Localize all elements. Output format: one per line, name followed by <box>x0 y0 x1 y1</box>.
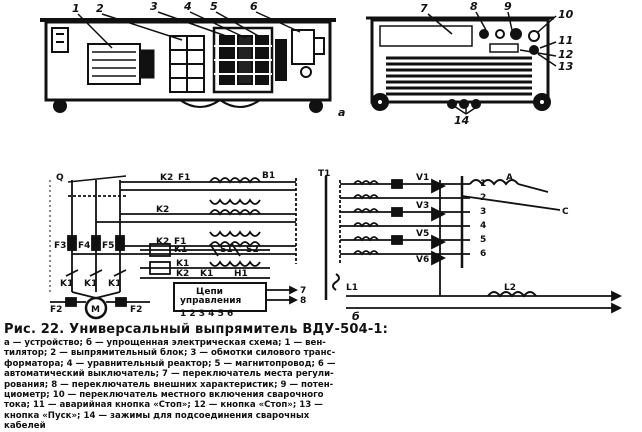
caption-line: кнопка «Пуск»; 14 — зажимы для подсоедин… <box>4 410 310 421</box>
label-c: C <box>562 207 569 217</box>
caption-line: тилятор; 2 — выпрямительный блок; 3 — об… <box>4 348 336 359</box>
label-f2-right: F2 <box>130 305 142 315</box>
scheme-right-labels: T1 V1 V3 V5 V6 A C L1 L2 1 2 3 4 5 6 <box>318 169 569 293</box>
callout-12: 12 <box>558 48 574 61</box>
row-3: 3 <box>480 207 486 217</box>
label-k1-1: K1 <box>174 245 187 255</box>
label-f1-1: F1 <box>178 173 190 183</box>
row-6: 6 <box>480 249 486 259</box>
control-block-line2: управления <box>180 296 242 306</box>
scheme-left-labels: Q K2 F1 B1 K2 K2 F1 F3 F4 F5 K1 S1 S2 K1… <box>50 171 306 319</box>
label-k1-6: K1 <box>108 279 121 289</box>
label-v6: V6 <box>416 255 429 265</box>
figure-caption: Рис. 22. Универсальный выпрямитель ВДУ-5… <box>4 322 640 432</box>
callout-13: 13 <box>558 60 574 73</box>
label-f1-2: F1 <box>174 237 186 247</box>
callout-2: 2 <box>96 2 104 15</box>
label-k2-3: K2 <box>156 237 169 247</box>
label-l1: L1 <box>346 283 358 293</box>
callout-10: 10 <box>558 8 574 21</box>
label-v1: V1 <box>416 173 429 183</box>
callout-5: 5 <box>210 0 218 13</box>
label-f4: F4 <box>78 241 90 251</box>
callout-11: 11 <box>558 34 573 47</box>
panel-b-label: б <box>352 310 360 323</box>
caption-line: автоматический выключатель; 7 — переключ… <box>4 369 334 380</box>
label-f2-left: F2 <box>50 305 62 315</box>
callout-14: 14 <box>454 114 469 127</box>
control-block-terminals: 1 2 3 4 5 6 <box>180 309 233 319</box>
control-output-8: 8 <box>300 296 306 306</box>
caption-line: рования; 8 — переключатель внешних харак… <box>4 379 334 390</box>
label-k2-1: K2 <box>160 173 173 183</box>
device-front-view <box>366 11 557 115</box>
caption-line: циометр; 10 — переключатель местного вкл… <box>4 390 324 401</box>
label-v5: V5 <box>416 229 429 239</box>
caption-line: кабелей <box>4 421 46 432</box>
control-block-line1: Цепи <box>196 287 223 297</box>
callout-3: 3 <box>150 0 158 13</box>
label-s1: S1 <box>220 245 233 255</box>
label-k1-4: K1 <box>60 279 73 289</box>
label-f3: F3 <box>54 241 66 251</box>
caption-line: форматора; 4 — уравнительный реактор; 5 … <box>4 358 336 369</box>
callout-6: 6 <box>250 0 258 13</box>
caption-title: Рис. 22. Универсальный выпрямитель ВДУ-5… <box>4 322 389 337</box>
row-2: 2 <box>480 193 486 203</box>
label-h1: H1 <box>234 269 248 279</box>
panel-a-label: а <box>338 106 345 119</box>
callout-7: 7 <box>420 2 428 15</box>
rectifier-scheme-right <box>324 176 623 314</box>
power-scheme-left <box>49 175 299 320</box>
label-motor: M <box>91 305 100 315</box>
label-k2-4: K2 <box>176 269 189 279</box>
row-4: 4 <box>480 221 486 231</box>
label-v3: V3 <box>416 201 429 211</box>
label-k1-5: K1 <box>84 279 97 289</box>
label-b1: B1 <box>262 171 275 181</box>
label-q: Q <box>56 173 64 183</box>
label-k2-2: K2 <box>156 205 169 215</box>
callouts-right: 7 8 9 10 11 12 13 14 <box>420 0 574 127</box>
label-s2: S2 <box>246 245 259 255</box>
label-k1-3: K1 <box>200 269 213 279</box>
caption-body: а — устройство; б — упрощенная электриче… <box>4 338 640 432</box>
device-side-view <box>40 11 336 113</box>
caption-line: а — устройство; б — упрощенная электриче… <box>4 338 326 348</box>
callouts-left: 1 2 3 4 5 6 <box>72 0 258 15</box>
rectifier-figure: 1 2 3 4 5 6 <box>40 0 623 323</box>
label-f5: F5 <box>102 241 114 251</box>
control-output-7: 7 <box>300 286 306 296</box>
caption-line: тока; 11 — аварийная кнопка «Стоп»; 12 —… <box>4 400 323 411</box>
label-a: A <box>506 173 513 183</box>
callout-4: 4 <box>183 0 192 13</box>
label-l2: L2 <box>504 283 516 293</box>
callout-1: 1 <box>72 2 80 15</box>
row-5: 5 <box>480 235 486 245</box>
label-t1: T1 <box>318 169 330 179</box>
row-1: 1 <box>480 179 486 189</box>
callout-9: 9 <box>504 0 512 13</box>
label-k1-2: K1 <box>176 259 189 269</box>
callout-8: 8 <box>470 0 478 13</box>
